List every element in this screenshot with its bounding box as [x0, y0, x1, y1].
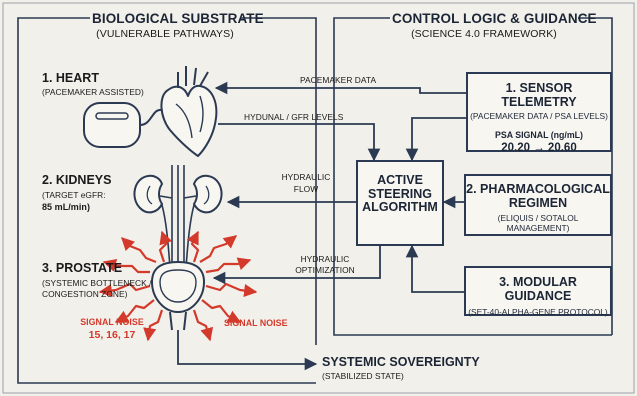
right-panel-border [333, 17, 612, 336]
prostate-subtitle-2: CONGESTION ZONE) [42, 289, 128, 299]
hydraulic-optimization-label-1: HYDRAULIC [300, 254, 350, 264]
pharma-title-1: 2. PHARMACOLOGICAL [466, 182, 610, 196]
modular-guidance-subtitle: (SET-40-ALPHA-GENE PROTOCOL) [468, 307, 608, 317]
kidneys-title: 2. KIDNEYS [42, 173, 112, 187]
sensor-telemetry-subtitle: (PACEMAKER DATA / PSA LEVELS) [470, 111, 608, 121]
left-panel-subtitle: (VULNERABLE PATHWAYS) [96, 28, 234, 40]
gfr-levels-label: HYDUNAL / GFR LEVELS [244, 112, 344, 122]
hydraulic-flow-label-2: FLOW [293, 184, 319, 194]
pacemaker-icon [83, 102, 163, 148]
sensor-telemetry-box: 1. SENSOR TELEMETRY (PACEMAKER DATA / PS… [466, 72, 612, 154]
modular-to-algorithm-arrow [405, 244, 464, 293]
blood-vessels [159, 165, 197, 272]
right-panel-title: CONTROL LOGIC & GUIDANCE [392, 11, 597, 26]
output-arrow [177, 330, 318, 371]
sensor-to-algorithm-arrow [405, 117, 466, 162]
signal-noise-left-label: SIGNAL NOISE [80, 317, 144, 327]
modular-guidance-box: 3. MODULAR GUIDANCE (SET-40-ALPHA-GENE P… [464, 266, 612, 317]
heart-icon [160, 66, 218, 157]
heart-title: 1. HEART [42, 71, 99, 85]
sensor-telemetry-title: 1. SENSOR TELEMETRY [501, 81, 577, 109]
hydraulic-flow-label-1: HYDRAULIC [281, 172, 331, 182]
algorithm-line-1: ACTIVE [377, 173, 423, 187]
systemic-sovereignty-subtitle: (STABILIZED STATE) [322, 371, 404, 381]
modular-guidance-title: 3. MODULAR GUIDANCE [499, 275, 577, 303]
active-steering-algorithm-box: ACTIVE STEERING ALGORITHM [356, 160, 444, 246]
algorithm-line-3: ALGORITHM [362, 200, 438, 214]
kidneys-icon [133, 174, 223, 214]
prostate-title: 3. PROSTATE [42, 261, 123, 275]
pacemaker-data-arrow [214, 81, 466, 95]
algorithm-line-2: STEERING [368, 186, 432, 201]
kidneys-egfr-value: 85 mL/min) [42, 202, 91, 212]
left-panel-border [17, 17, 316, 384]
hydraulic-optimization-arrow [212, 244, 381, 285]
prostate-subtitle-1: (SYSTEMIC BOTTLENECK / [42, 278, 152, 288]
systemic-sovereignty-title: SYSTEMIC SOVEREIGNTY [322, 355, 480, 369]
right-panel-border-right [578, 17, 613, 335]
pharma-subtitle: (ELIQUIS / SOTALOL MANAGEMENT) [497, 213, 579, 233]
left-panel-title: BIOLOGICAL SUBSTRATE [92, 11, 264, 26]
gfr-levels-arrow [218, 123, 381, 162]
right-panel-subtitle: (SCIENCE 4.0 FRAMEWORK) [411, 28, 557, 40]
left-panel-border-right [240, 17, 317, 345]
pharma-title-2: REGIMEN [508, 195, 568, 210]
signal-noise-right-label: SIGNAL NOISE [224, 318, 288, 328]
kidneys-subtitle: (TARGET eGFR: [42, 190, 106, 200]
prostate-icon [150, 260, 206, 331]
pacemaker-data-label: PACEMAKER DATA [300, 75, 377, 85]
heart-subtitle: (PACEMAKER ASSISTED) [42, 87, 144, 97]
signal-noise-bolts [98, 230, 258, 342]
pharmacological-regimen-box: 2. PHARMACOLOGICAL REGIMEN (ELIQUIS / SO… [464, 174, 612, 236]
psa-signal-label: PSA SIGNAL (ng/mL) [495, 130, 583, 140]
hydraulic-optimization-label-2: OPTIMIZATION [295, 265, 355, 275]
signal-noise-left-values: 15, 16, 17 [88, 329, 136, 341]
psa-signal-values: 20.20 → 20.60 [501, 142, 577, 154]
flow-arrows [177, 81, 466, 371]
